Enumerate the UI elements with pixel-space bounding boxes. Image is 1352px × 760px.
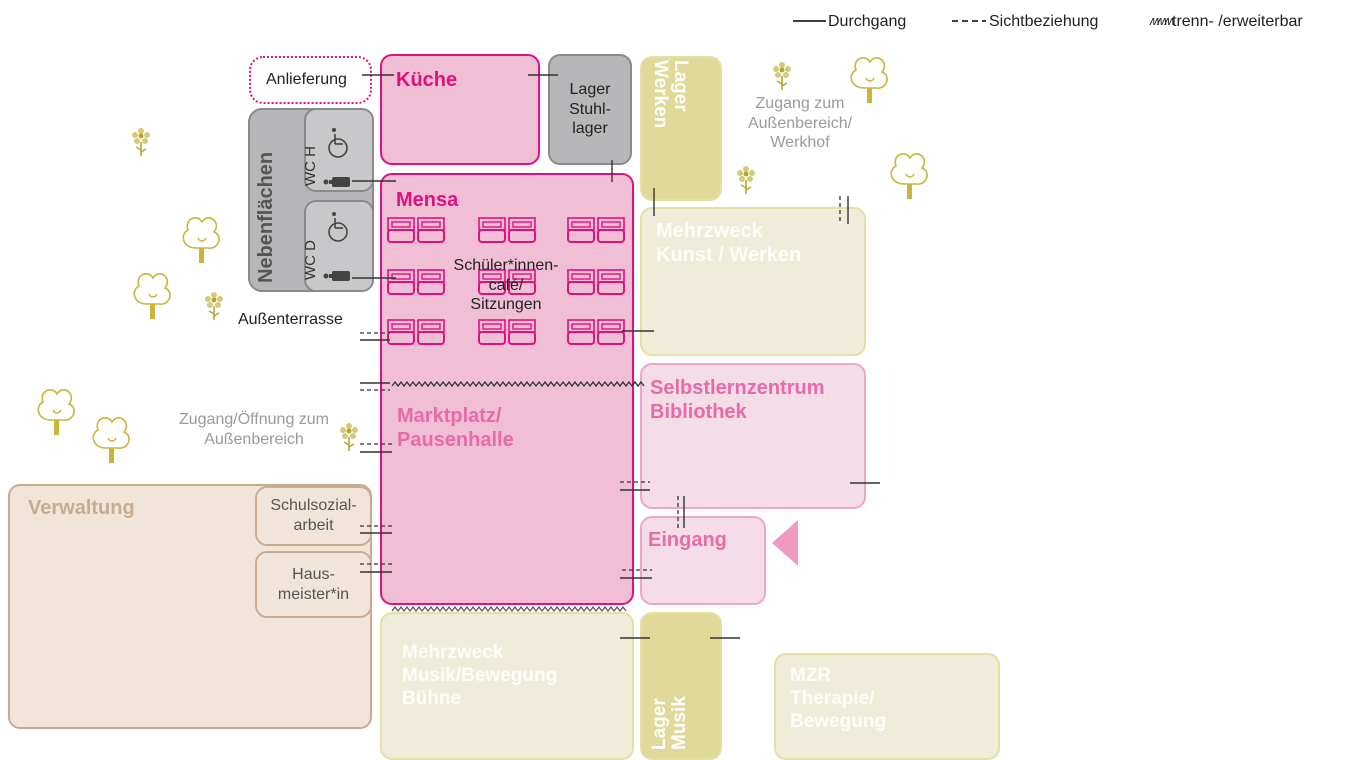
- wc-d-label: WC D: [302, 240, 319, 280]
- zugang-oeffnung-label: Zugang/Öffnung zum Außenbereich: [178, 411, 330, 448]
- mehrzweck-kunst-label: Mehrzweck Kunst / Werken: [656, 220, 802, 267]
- tree-icon: [890, 153, 928, 200]
- room-lager-stuhllager: [548, 54, 632, 165]
- mensa-label: Mensa: [396, 189, 459, 211]
- legend-divisible-icon: ʍʍʍ: [1150, 13, 1174, 28]
- tree-icon: [182, 217, 220, 264]
- anlieferung-label: Anlieferung: [266, 71, 347, 88]
- tree-icon: [37, 389, 75, 436]
- room-mzr: [774, 653, 1000, 760]
- aussenterrasse-label: Außenterrasse: [238, 311, 343, 328]
- room-eingang: [640, 516, 766, 605]
- eingang-label: Eingang: [648, 529, 727, 551]
- divisible-wall: [391, 606, 627, 612]
- tree-icon: [92, 417, 130, 464]
- lager-stuhllager-label: Lager Stuhl- lager: [569, 81, 611, 138]
- schulsozial-label: Schulsozial- arbeit: [270, 497, 357, 534]
- verwaltung-label: Verwaltung: [28, 497, 135, 519]
- room-lager-werken: [640, 56, 722, 201]
- room-hausmeister: [255, 551, 372, 618]
- room-anlieferung: [249, 56, 372, 104]
- room-mehrzweck-musik: [380, 612, 634, 760]
- zugang-werkhof-label: Zugang zum Außenbereich/ Werkhof: [747, 95, 853, 152]
- room-schulsozialarbeit: [255, 486, 372, 546]
- tree-icon: [133, 273, 171, 320]
- nebenflaechen-label: Nebenflächen: [255, 151, 277, 283]
- flower-icon: [736, 165, 756, 195]
- room-mehrzweck-kunst: [640, 207, 866, 356]
- legend-passage-label: Durchgang: [828, 13, 907, 30]
- mzr-label: MZR Therapie/ Bewegung: [790, 665, 887, 733]
- room-lager-musik: [640, 612, 722, 760]
- room-kueche: [380, 54, 540, 165]
- flower-icon: [772, 61, 792, 91]
- mehrzweck-musik-label: Mehrzweck Musik/Bewegung Bühne: [402, 642, 558, 710]
- lager-musik-label: Lager Musik: [649, 696, 690, 750]
- lager-werken-label: Lager Werken: [650, 60, 691, 129]
- flower-icon: [204, 291, 224, 321]
- room-selbstlernzentrum: [640, 363, 866, 509]
- room-mensa-marktplatz: [380, 173, 634, 605]
- legend-divisible-label: trenn- /erweiterbar: [1172, 13, 1303, 30]
- kueche-label: Küche: [396, 69, 458, 91]
- marktplatz-label: Marktplatz/ Pausenhalle: [397, 405, 514, 452]
- wc-h-label: WC H: [302, 146, 319, 186]
- flower-icon: [339, 422, 359, 452]
- selbstlern-label: Selbstlernzentrum Bibliothek: [650, 377, 825, 424]
- hausmeister-label: Haus- meister*in: [277, 566, 350, 603]
- flower-icon: [131, 127, 151, 157]
- legend-sightline-label: Sichtbeziehung: [989, 13, 1099, 30]
- cafe-label: Schüler*innen- café/ Sitzungen: [453, 257, 559, 314]
